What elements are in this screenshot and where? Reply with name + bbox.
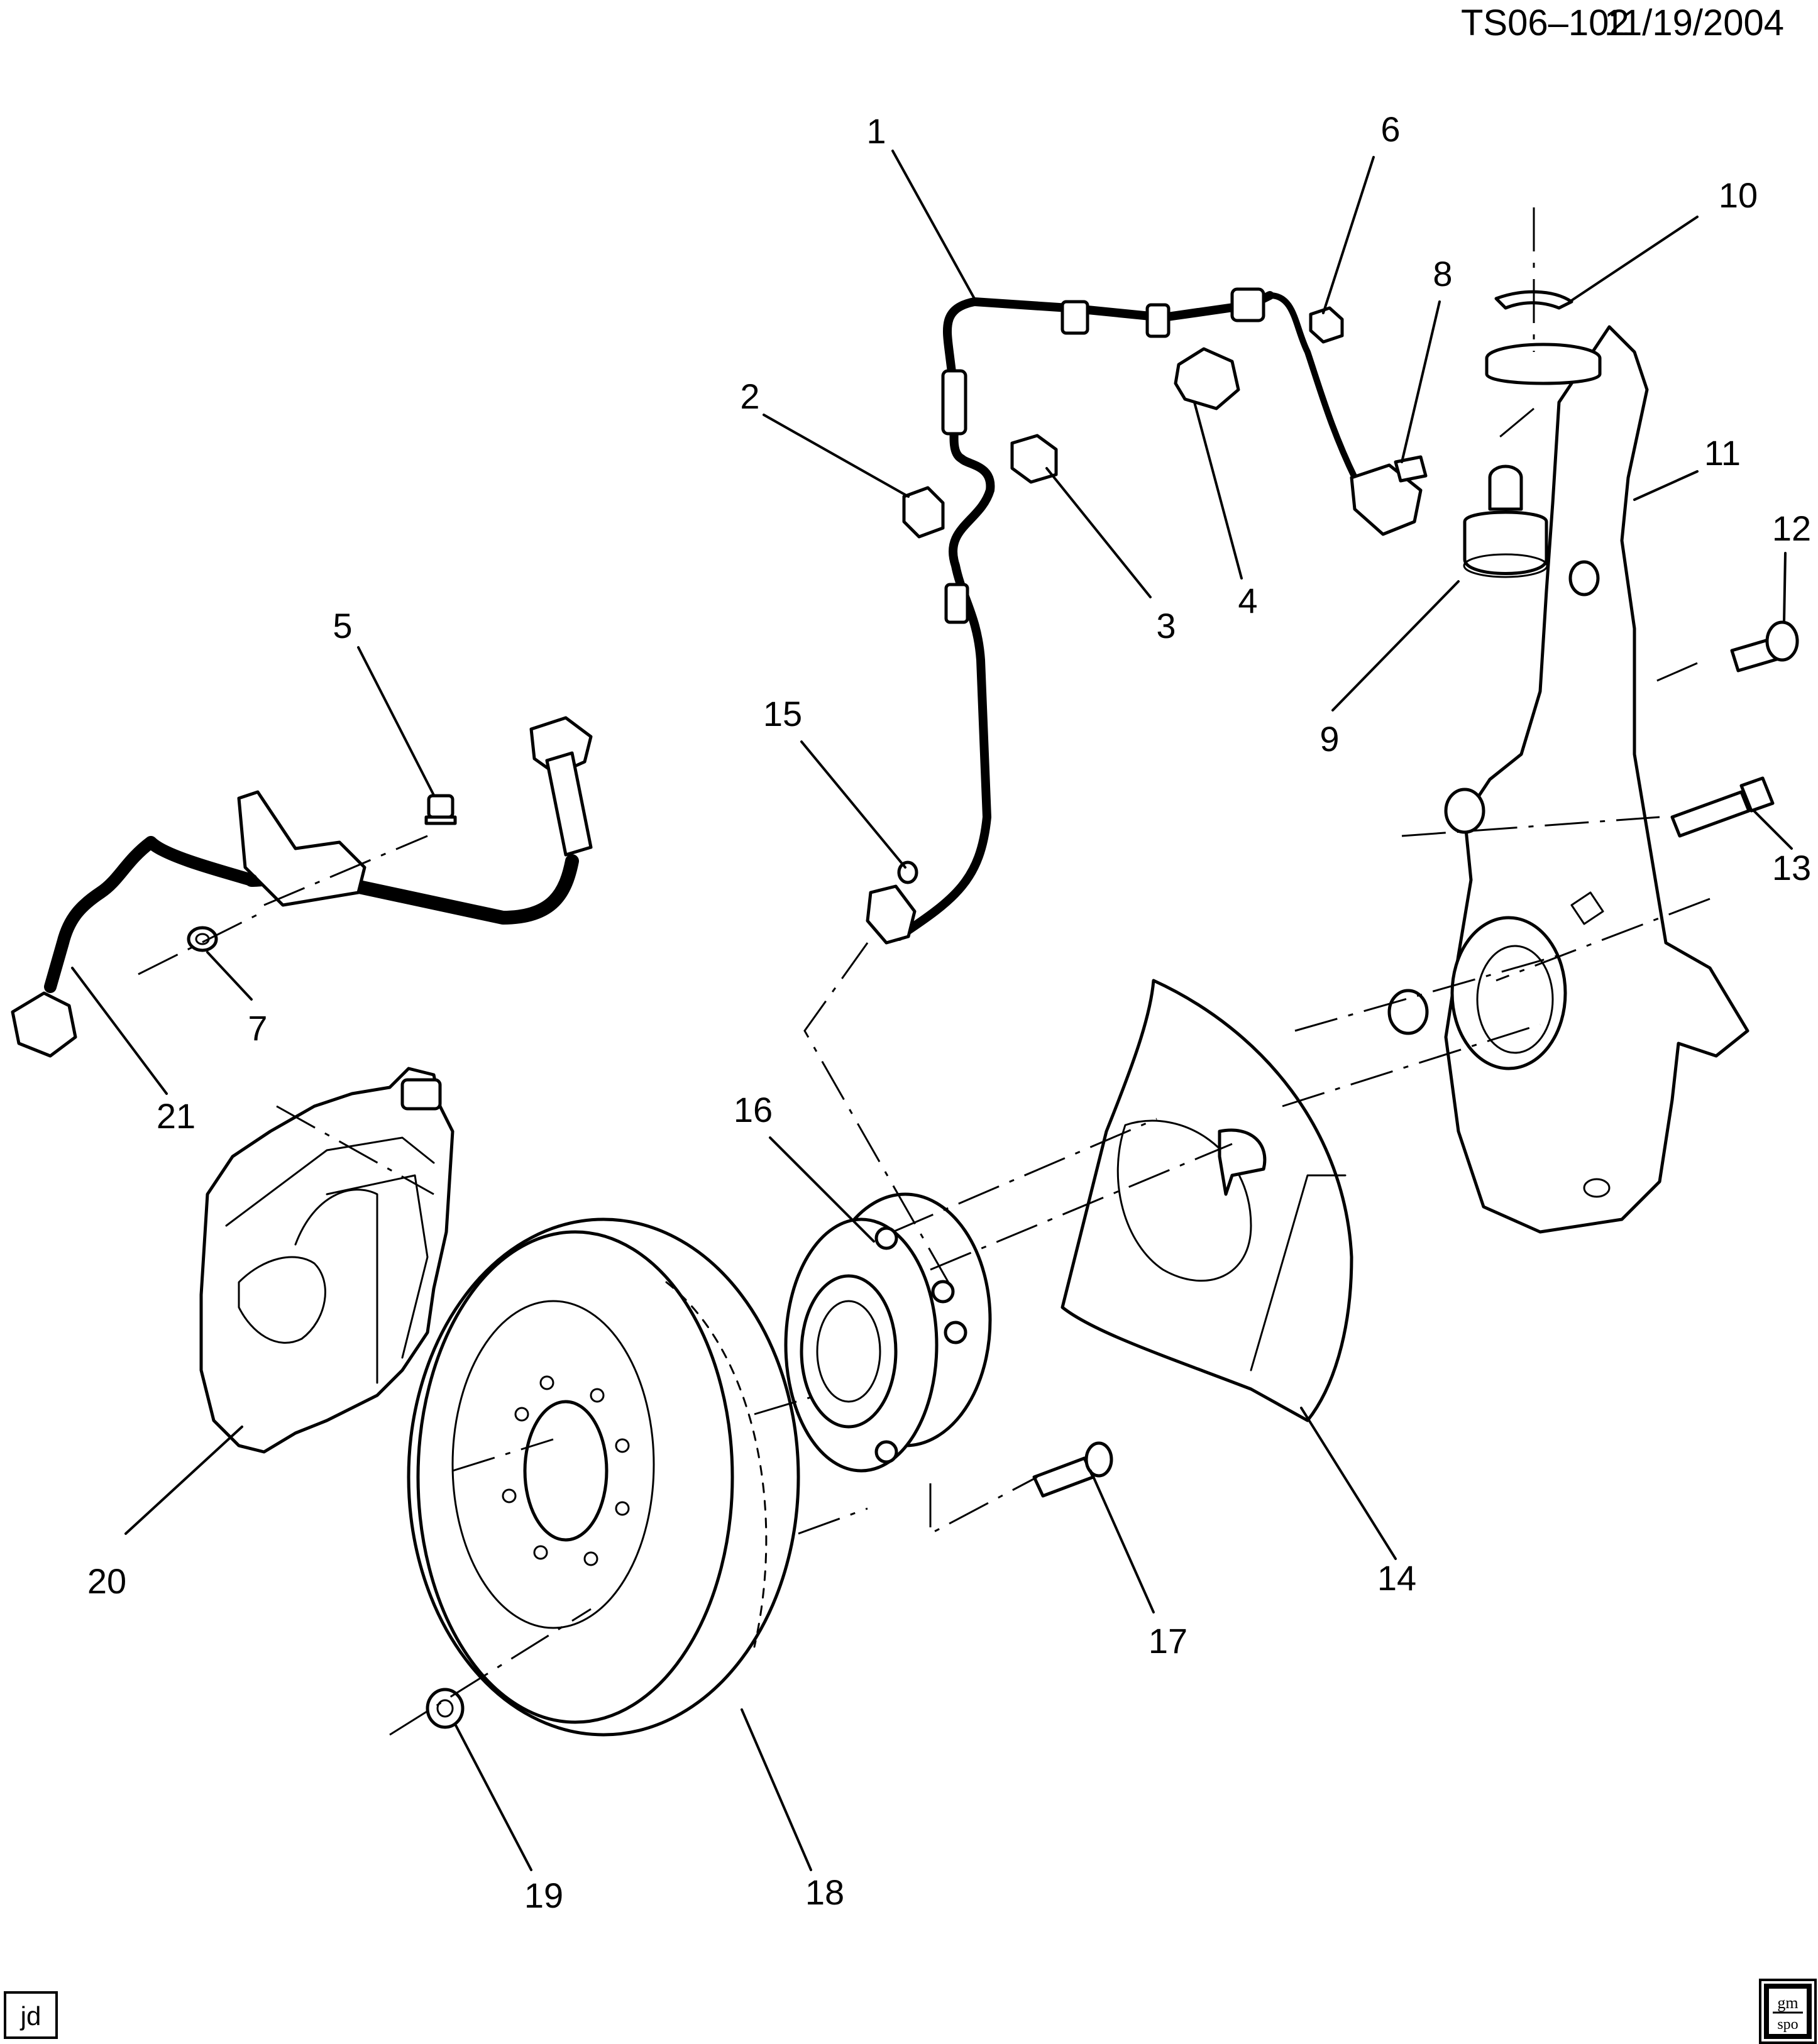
callout-16: 16 (734, 1090, 773, 1129)
callout-13: 13 (1772, 848, 1811, 887)
part-13-bolt (1670, 776, 1775, 838)
part-2-clip (902, 486, 945, 539)
callout-19: 19 (524, 1876, 563, 1915)
drafter-initials: jd (19, 2001, 41, 2031)
part-7-washer (187, 926, 218, 952)
callout-18: 18 (805, 1872, 844, 1912)
part-6-connector-clip (1309, 306, 1344, 344)
upper-ball-joint-seat (1485, 343, 1602, 385)
part-20-brake-caliper (199, 1067, 454, 1454)
callout-6: 6 (1380, 109, 1400, 149)
drafter-initials-box: jd (4, 1991, 58, 2039)
callout-9: 9 (1319, 719, 1339, 759)
callout-12: 12 (1772, 508, 1811, 548)
part-1-wheel-speed-sensor-harness (866, 287, 1423, 945)
part-5-bolt (424, 794, 457, 825)
callout-8: 8 (1433, 254, 1452, 294)
part-12-bolt (1730, 620, 1799, 673)
part-8-retainer (1394, 455, 1428, 483)
part-16-hub-bearing (784, 1192, 992, 1473)
callout-7: 7 (248, 1008, 267, 1048)
part-17-wheel-stud (1032, 1441, 1113, 1498)
part-14-splash-shield (1060, 979, 1353, 1422)
part-15-bolt (897, 860, 918, 884)
callout-10: 10 (1719, 175, 1758, 215)
part-4-connector (1174, 347, 1240, 410)
part-9-ball-joint (1463, 464, 1548, 578)
callout-1: 1 (866, 111, 886, 151)
centerlines (138, 207, 1711, 1736)
callout-3: 3 (1156, 606, 1176, 646)
part-11-steering-knuckle (1387, 325, 1749, 1234)
callout-5: 5 (333, 606, 352, 646)
callout-15: 15 (763, 694, 802, 734)
callout-labels: 1 2 3 4 5 6 7 8 9 10 11 12 13 14 15 16 1… (87, 109, 1811, 1915)
gm-spo-logo (1759, 1979, 1817, 2044)
gm-spo-logo-bottom: spo (1777, 2016, 1798, 2033)
part-3-connector (1010, 434, 1058, 484)
gm-spo-logo-top: gm (1777, 1994, 1798, 2012)
callout-14: 14 (1377, 1558, 1416, 1598)
part-18-brake-rotor (407, 1217, 800, 1737)
callout-17: 17 (1149, 1621, 1187, 1661)
callout-4: 4 (1238, 581, 1257, 620)
leader-lines (71, 150, 1793, 1871)
callout-20: 20 (87, 1561, 126, 1601)
part-19-nut (426, 1688, 465, 1729)
drawing-date: 11/19/2004 (1604, 3, 1784, 43)
callout-2: 2 (740, 376, 759, 416)
callout-21: 21 (157, 1096, 196, 1136)
drawing-number: TS06–102 (1461, 3, 1629, 43)
callout-11: 11 (1704, 433, 1741, 473)
